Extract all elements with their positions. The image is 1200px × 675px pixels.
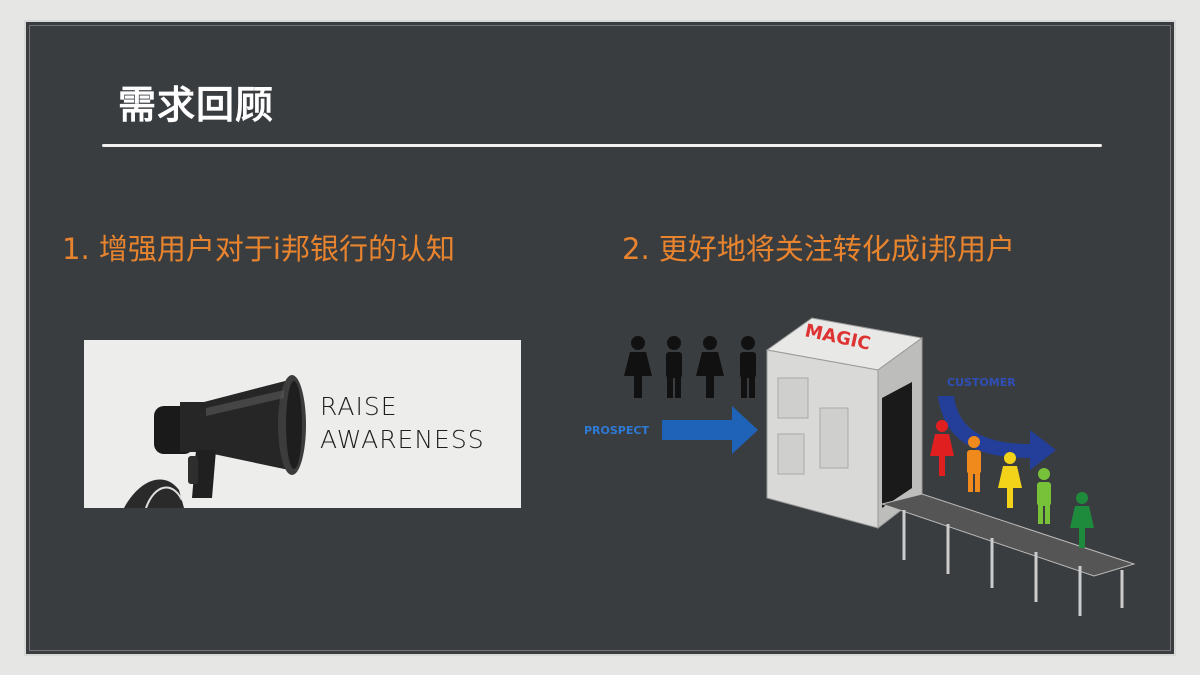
raise-awareness-text: RAISE AWARENESS <box>320 390 485 456</box>
raise-line-1: RAISE <box>320 392 398 421</box>
magic-machine-icon: MAGIC <box>765 317 924 530</box>
prospect-label: PROSPECT <box>584 424 649 437</box>
megaphone-icon <box>124 375 306 508</box>
slide-board: 需求回顾 1. 增强用户对于i邦银行的认知 2. 更好地将关注转化成i邦用户 R… <box>24 20 1176 656</box>
customer-arrow-icon <box>938 396 1056 470</box>
board-inner-border <box>29 25 1171 651</box>
point-1-text: 1. 增强用户对于i邦银行的认知 <box>62 232 455 266</box>
raise-line-2: AWARENESS <box>320 425 485 454</box>
conversion-machine-image: PROSPECT MAGIC CUSTOMER <box>582 298 1136 638</box>
slide-title: 需求回顾 <box>118 83 275 127</box>
raise-awareness-image: RAISE AWARENESS <box>84 340 521 508</box>
prospect-arrow-icon <box>662 406 758 454</box>
prospect-people-icon <box>624 336 756 398</box>
customer-label: CUSTOMER <box>947 376 1016 389</box>
title-divider <box>102 144 1102 147</box>
conversion-illustration: PROSPECT MAGIC CUSTOMER <box>584 317 1136 616</box>
conveyor-belt-icon <box>880 493 1136 616</box>
customer-people-icon <box>930 420 1094 548</box>
point-2-text: 2. 更好地将关注转化成i邦用户 <box>622 232 1015 266</box>
